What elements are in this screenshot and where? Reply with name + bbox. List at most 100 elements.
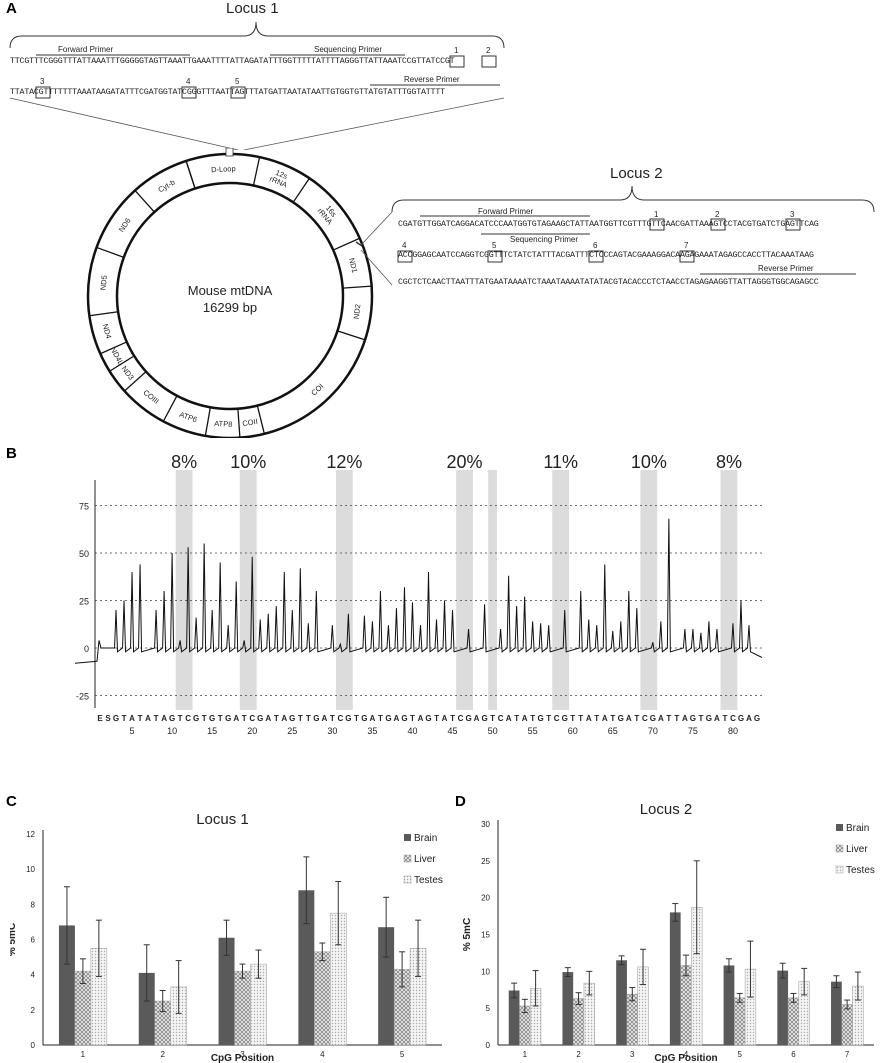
dispensation-letter: A — [281, 714, 287, 723]
locus2-cpg-number: 4 — [402, 241, 407, 250]
x-tick-label: 35 — [367, 726, 377, 736]
locus1-annotations — [9, 21, 505, 150]
gene-label: COI — [309, 382, 325, 398]
y-tick-label: 30 — [481, 820, 490, 829]
cpg-highlight — [175, 470, 193, 710]
x-tick-label: 5 — [130, 726, 135, 736]
bar-liver — [680, 965, 692, 1046]
dispensation-letter: T — [218, 714, 223, 723]
dispensation-letter: G — [345, 714, 351, 723]
bar-brain — [669, 912, 681, 1045]
dispensation-letter: T — [594, 714, 599, 723]
legend-swatch — [403, 854, 412, 863]
gene-boundary — [256, 405, 265, 434]
locus1-cpg-number: 4 — [186, 77, 191, 86]
bar-liver — [787, 997, 800, 1046]
dispensation-letter: A — [506, 714, 512, 723]
dispensation-letter: A — [474, 714, 480, 723]
bar-brain — [723, 965, 735, 1045]
dispensation-letter: G — [257, 714, 263, 723]
dispensation-letter: T — [546, 714, 551, 723]
dispensation-letter: A — [442, 714, 448, 723]
locus2-cpg-number: 2 — [715, 210, 720, 219]
methylation-percent: 10% — [230, 452, 266, 472]
y-tick-label: 6 — [31, 936, 36, 945]
locus1-reverse-primer-label: Reverse Primer — [404, 75, 460, 84]
x-tick-label: 45 — [448, 726, 458, 736]
dispensation-letter: A — [626, 714, 632, 723]
dispensation-letter: A — [161, 714, 167, 723]
x-tick-label: 75 — [688, 726, 698, 736]
gene-label: ND4L — [109, 346, 126, 367]
x-tick-label: 6 — [791, 1050, 796, 1059]
dispensation-letter: C — [730, 714, 736, 723]
dispensation-letter: G — [562, 714, 568, 723]
gene-boundary — [109, 355, 135, 372]
locus1-cpg-number: 2 — [486, 46, 491, 55]
bar-brain — [616, 960, 627, 1045]
cpg-highlight — [488, 470, 498, 710]
gene-boundary — [89, 311, 119, 317]
bar-brain — [562, 972, 574, 1045]
x-tick-label: 25 — [287, 726, 297, 736]
dispensation-letter: T — [410, 714, 415, 723]
locus1-sequencing-primer-label: Sequencing Primer — [314, 45, 383, 54]
locus1-cpg-number: 5 — [235, 77, 240, 86]
dispensation-letter: T — [154, 714, 159, 723]
dispensation-letter: T — [354, 714, 359, 723]
locus1-cpg-number: 3 — [40, 77, 45, 86]
methylation-percent: 20% — [447, 452, 483, 472]
bar-brain — [777, 970, 789, 1045]
gene-label: ATP6 — [178, 410, 198, 424]
gene-boundary — [237, 408, 241, 438]
dispensation-letter: G — [193, 714, 199, 723]
gene-boundary — [252, 156, 261, 186]
locus2-marker — [355, 241, 363, 247]
legend-label: Brain — [414, 833, 437, 844]
locus1-cpg-number: 1 — [454, 46, 459, 55]
legend-label: Liver — [846, 844, 868, 855]
cpg-highlight — [720, 470, 738, 710]
dispensation-letter: E — [97, 714, 103, 723]
x-tick-label: 40 — [407, 726, 417, 736]
pyrogram-trace — [74, 518, 763, 664]
dispensation-letter: A — [145, 714, 151, 723]
dispensation-letter: G — [313, 714, 319, 723]
x-tick-label: 15 — [207, 726, 217, 736]
locus2-sequence-line3: CGCTCTCAACTTAATTTATGAATAAAATCTAAATAAAATA… — [398, 278, 819, 287]
dispensation-letter: G — [169, 714, 175, 723]
legend-label: Brain — [846, 823, 869, 834]
bar-liver — [572, 998, 585, 1046]
y-tick-label: 15 — [481, 931, 490, 940]
dispensation-letter: T — [570, 714, 575, 723]
gene-label: COIII — [142, 388, 161, 406]
dispensation-letter: A — [682, 714, 688, 723]
locus2-annotations — [360, 185, 875, 286]
dispensation-letter: T — [490, 714, 495, 723]
dispensation-letter: T — [242, 714, 247, 723]
gene-boundary — [204, 407, 212, 436]
bar-brain — [218, 937, 235, 1045]
dispensation-letter: G — [465, 714, 471, 723]
x-axis-label: CpG Position — [654, 1053, 717, 1063]
gene-boundary — [342, 285, 372, 289]
x-tick-label: 50 — [488, 726, 498, 736]
dispensation-letter: T — [202, 714, 207, 723]
dispensation-letter: G — [618, 714, 624, 723]
dispensation-letter: T — [578, 714, 583, 723]
gene-label: ND3 — [120, 364, 136, 381]
gene-boundary — [100, 341, 128, 355]
dispensation-letter: T — [610, 714, 615, 723]
gene-boundary — [292, 177, 310, 203]
locus2-cpg-number: 6 — [593, 241, 598, 250]
y-tick-label: 25 — [481, 857, 490, 866]
gene-boundary — [124, 371, 147, 392]
dispensation-letter: C — [498, 714, 504, 723]
dispensation-letter: G — [690, 714, 696, 723]
dispensation-letter: A — [370, 714, 376, 723]
x-tick-label: 1 — [523, 1050, 528, 1059]
chart-title: Locus 1 — [196, 811, 249, 828]
